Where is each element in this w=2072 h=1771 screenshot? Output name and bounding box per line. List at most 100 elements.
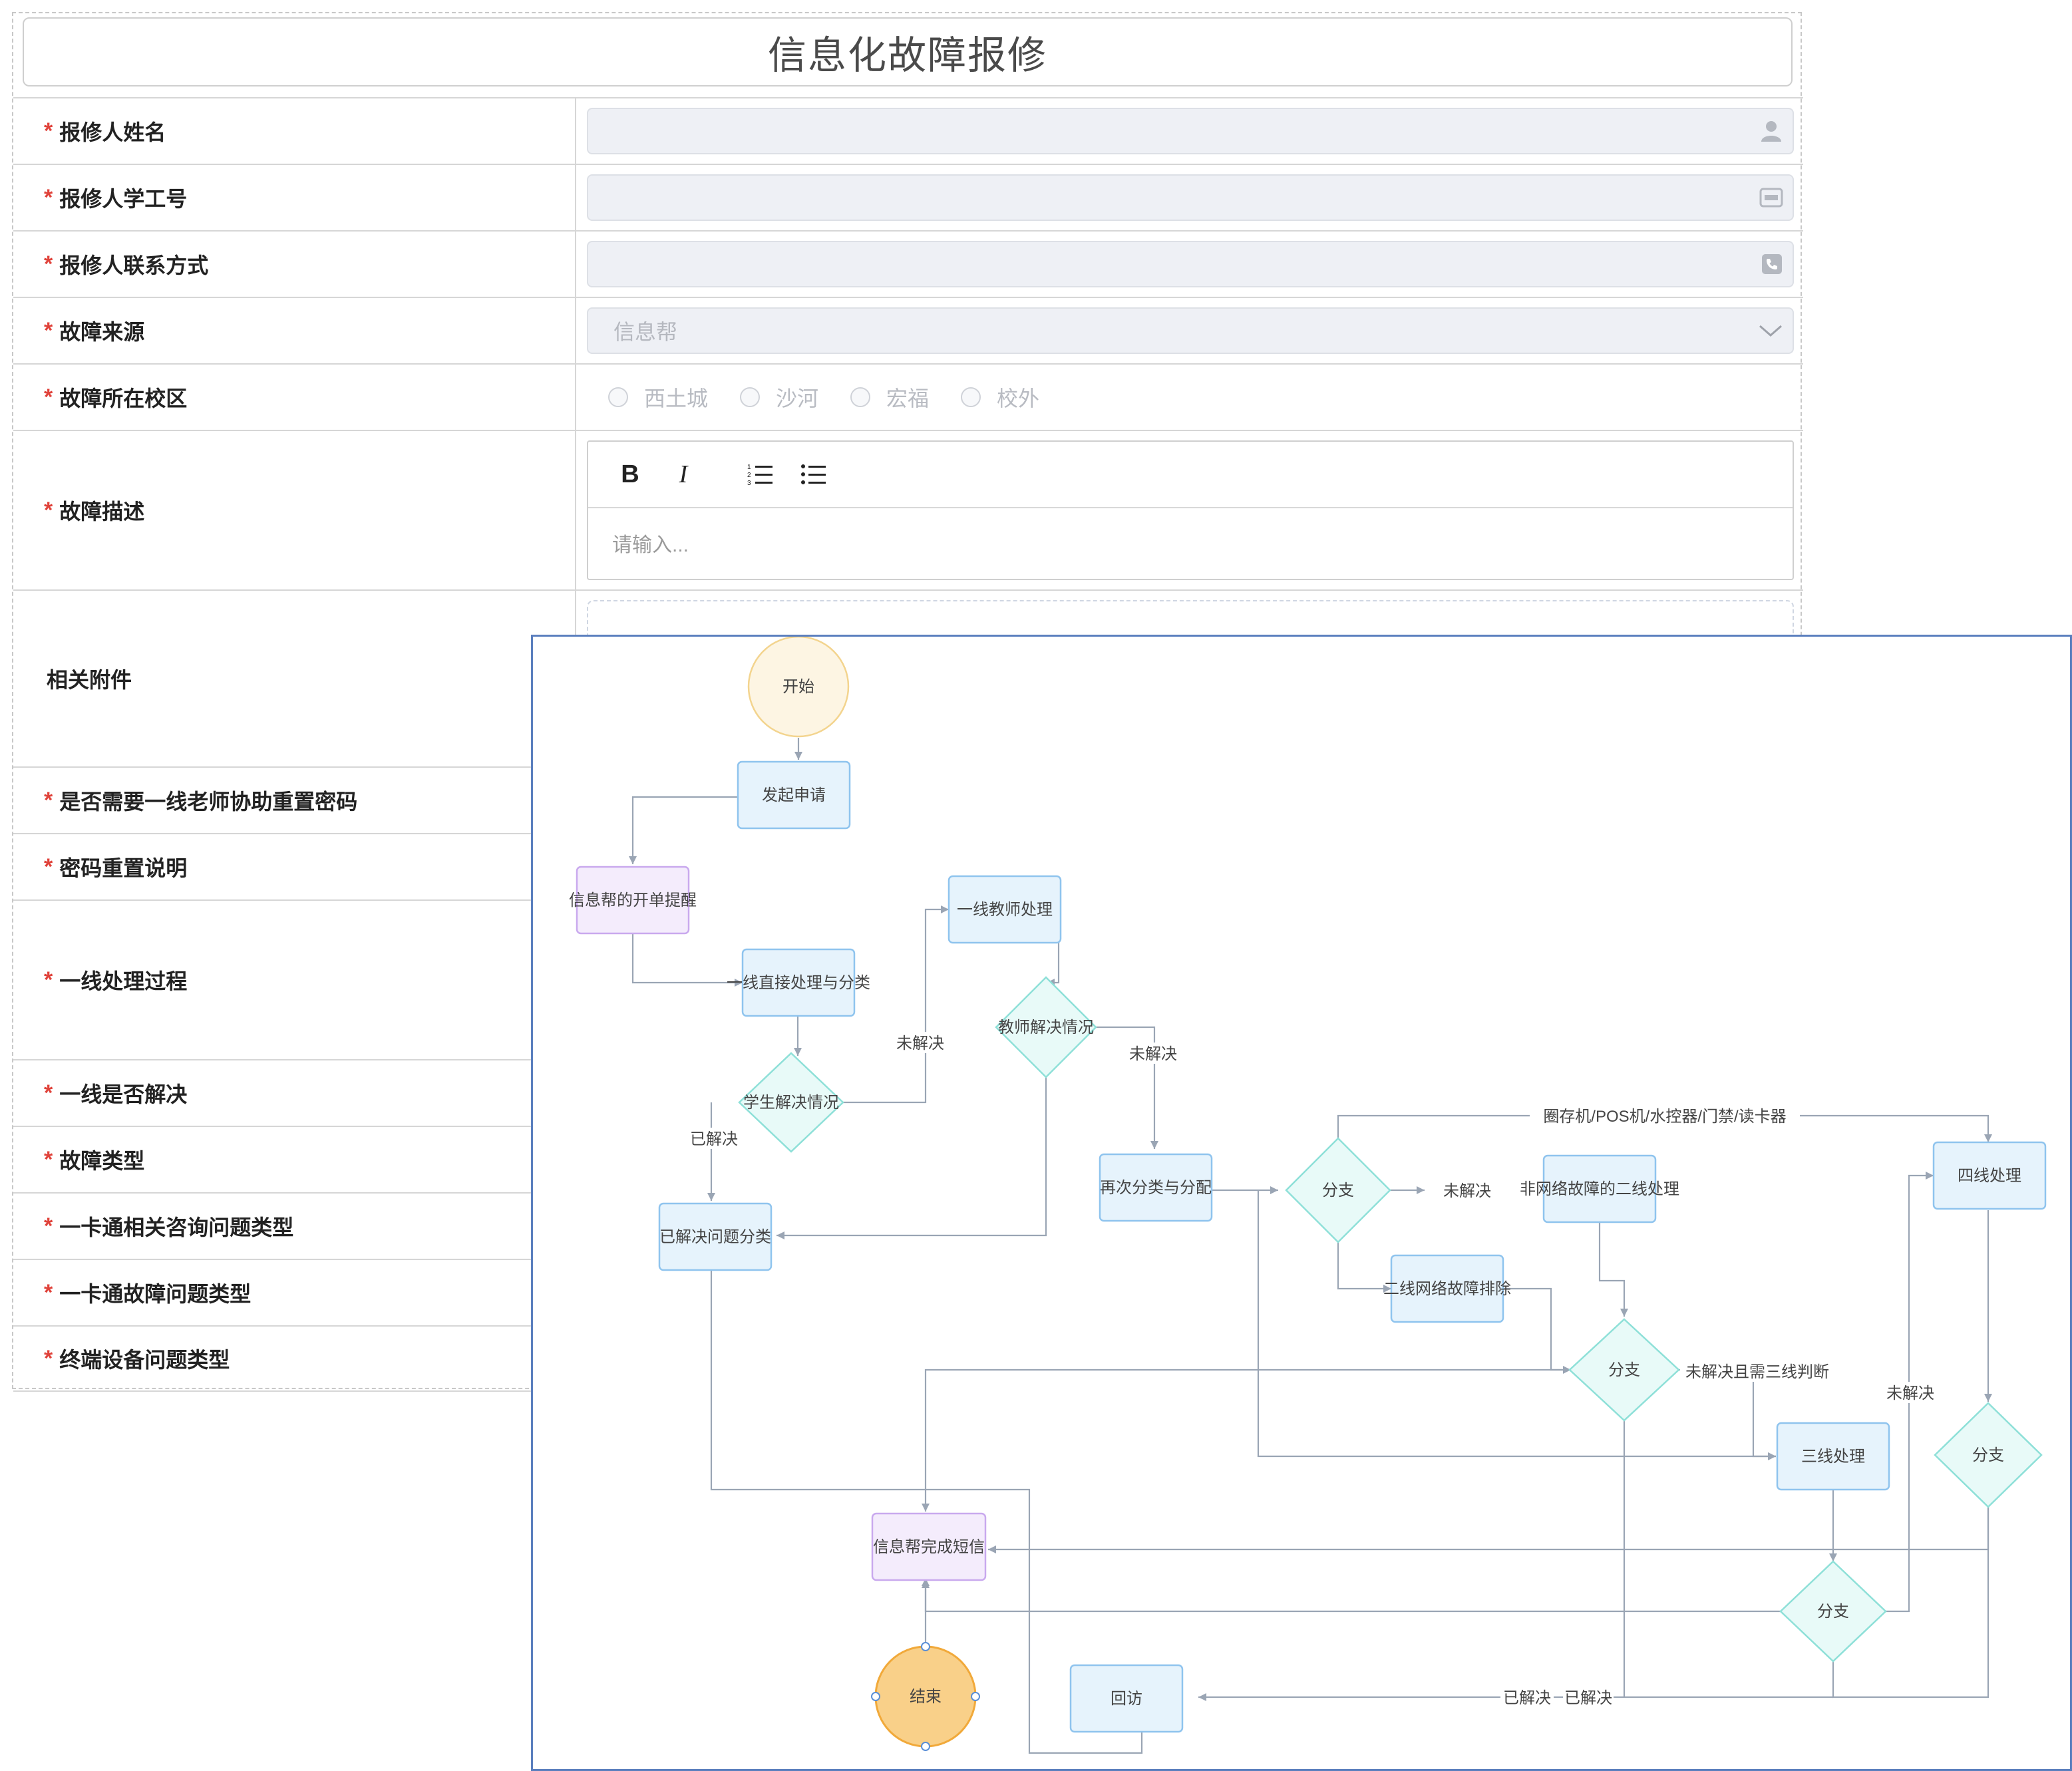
- field-label: *是否需要一线老师协助重置密码: [13, 768, 576, 833]
- reclassify-label: 再次分类与分配: [1100, 1179, 1212, 1197]
- branch-diamond-3[interactable]: 分支: [1779, 1560, 1887, 1663]
- branch-diamond-4[interactable]: 分支: [1934, 1402, 2043, 1508]
- form-row-source: *故障来源 信息帮: [13, 297, 1803, 363]
- chevron-down-icon: [1759, 325, 1782, 337]
- teacher-check-diamond[interactable]: 教师解决情况: [995, 976, 1097, 1078]
- radio-circle[interactable]: [961, 387, 981, 407]
- field-label-text: 故障类型: [59, 1149, 145, 1173]
- reminder-node[interactable]: 信息帮的开单提醒: [569, 866, 697, 935]
- start-node[interactable]: 开始: [747, 637, 850, 738]
- campus-option-hongfu[interactable]: 宏福: [850, 382, 929, 412]
- radio-circle[interactable]: [740, 387, 761, 407]
- field-label: *报修人学工号: [13, 165, 576, 230]
- field-label: *一卡通故障问题类型: [13, 1260, 576, 1325]
- revisit-node[interactable]: 回访: [1069, 1664, 1184, 1733]
- direct-process-label: 一线直接处理与分类: [727, 974, 870, 992]
- field-label-text: 一卡通故障问题类型: [59, 1282, 252, 1306]
- third-line-node[interactable]: 三线处理: [1776, 1422, 1890, 1491]
- edge-label: 圈存机/POS机/水控器/门禁/读卡器: [1543, 1108, 1786, 1126]
- non-network-node[interactable]: 非网络故障的二线处理: [1520, 1154, 1679, 1223]
- radio-circle[interactable]: [608, 387, 628, 407]
- flow-edges: [629, 738, 1992, 1754]
- branch-label: 分支: [1972, 1446, 2004, 1464]
- field-label: *一卡通相关咨询问题类型: [13, 1194, 576, 1259]
- student-check-label: 学生解决情况: [743, 1094, 839, 1112]
- editor-placeholder: 请输入...: [612, 534, 689, 556]
- field-label-text: 是否需要一线老师协助重置密码: [59, 790, 358, 814]
- edge-label: 已解决: [690, 1130, 738, 1148]
- branch-diamond-2[interactable]: 分支: [1568, 1318, 1680, 1422]
- field-label: 相关附件: [13, 591, 576, 766]
- required-mark: *: [44, 317, 53, 343]
- field-label: *一线处理过程: [13, 901, 576, 1059]
- field-label-text: 一线处理过程: [59, 969, 188, 993]
- campus-option-shahe[interactable]: 沙河: [740, 382, 818, 412]
- svg-text:2: 2: [747, 472, 751, 479]
- required-mark: *: [44, 251, 53, 277]
- campus-option-offcampus[interactable]: 校外: [961, 382, 1039, 412]
- required-mark: *: [44, 1080, 53, 1106]
- unordered-list-button[interactable]: [796, 456, 832, 492]
- field-label-text: 密码重置说明: [59, 856, 188, 880]
- person-icon: [1761, 121, 1781, 142]
- field-label: *报修人联系方式: [13, 232, 576, 297]
- reporter-phone-input[interactable]: [587, 241, 1794, 287]
- id-card-icon: [1759, 188, 1783, 208]
- third-line-label: 三线处理: [1801, 1448, 1865, 1466]
- reminder-label: 信息帮的开单提醒: [569, 891, 697, 909]
- teacher-process-node[interactable]: 一线教师处理: [948, 875, 1062, 944]
- edge-label: 未解决: [1129, 1045, 1177, 1063]
- flowchart-panel: 开始 发起申请 信息帮的开单提醒 一线教师处理 一线直接处理与分类 教师解决情况: [531, 635, 2072, 1771]
- student-check-diamond[interactable]: 学生解决情况: [738, 1052, 844, 1153]
- fault-source-select[interactable]: 信息帮: [587, 307, 1794, 354]
- teacher-check-label: 教师解决情况: [998, 1019, 1094, 1037]
- campus-radio-group: 西土城 沙河 宏福 校外: [608, 365, 1039, 430]
- field-label: *故障类型: [13, 1127, 576, 1192]
- bold-button[interactable]: B: [621, 460, 639, 488]
- field-label: *故障所在校区: [13, 365, 576, 430]
- end-node[interactable]: 结束: [871, 1642, 980, 1751]
- ordered-list-icon: 123: [747, 464, 773, 486]
- field-label: *故障来源: [13, 298, 576, 363]
- reporter-id-input[interactable]: [587, 174, 1794, 221]
- field-label-text: 报修人姓名: [59, 120, 166, 144]
- branch-diamond-1[interactable]: 分支: [1285, 1137, 1391, 1243]
- required-mark: *: [44, 184, 53, 210]
- field-label-text: 一线是否解决: [59, 1082, 188, 1106]
- field-label-text: 报修人学工号: [59, 187, 188, 211]
- radio-label: 沙河: [776, 387, 819, 410]
- form-title: 信息化故障报修: [23, 17, 1793, 86]
- field-label: *密码重置说明: [13, 834, 576, 899]
- edge-label: 已解决: [1564, 1689, 1612, 1707]
- edge-label: 未解决: [896, 1035, 944, 1052]
- resolved-classify-node[interactable]: 已解决问题分类: [658, 1202, 773, 1271]
- svg-text:3: 3: [747, 480, 751, 486]
- reclassify-node[interactable]: 再次分类与分配: [1099, 1153, 1213, 1222]
- reporter-name-input[interactable]: [587, 108, 1794, 154]
- field-label-text: 相关附件: [47, 668, 132, 692]
- field-label: *一线是否解决: [13, 1060, 576, 1126]
- fourth-line-node[interactable]: 四线处理: [1932, 1141, 2047, 1210]
- attachment-upload-area[interactable]: [587, 600, 1794, 640]
- svg-text:1: 1: [747, 464, 751, 471]
- branch-label: 分支: [1608, 1361, 1640, 1379]
- network-label: 二线网络故障排除: [1383, 1280, 1511, 1298]
- editor-body[interactable]: 请输入...: [588, 508, 1793, 577]
- branch-label: 分支: [1322, 1182, 1354, 1200]
- radio-circle[interactable]: [850, 387, 871, 407]
- direct-process-node[interactable]: 一线直接处理与分类: [727, 948, 870, 1017]
- non-network-label: 非网络故障的二线处理: [1520, 1180, 1679, 1198]
- form-row-phone: *报修人联系方式: [13, 230, 1803, 297]
- apply-node[interactable]: 发起申请: [737, 760, 851, 830]
- network-node[interactable]: 二线网络故障排除: [1383, 1254, 1511, 1323]
- campus-option-xitucheng[interactable]: 西土城: [608, 382, 708, 412]
- required-mark: *: [44, 967, 53, 993]
- form-row-campus: *故障所在校区 西土城 沙河 宏福 校外: [13, 363, 1803, 430]
- sms-node[interactable]: 信息帮完成短信: [871, 1512, 987, 1581]
- radio-label: 西土城: [644, 387, 709, 410]
- field-label: *报修人姓名: [13, 98, 576, 164]
- italic-button[interactable]: I: [679, 460, 688, 488]
